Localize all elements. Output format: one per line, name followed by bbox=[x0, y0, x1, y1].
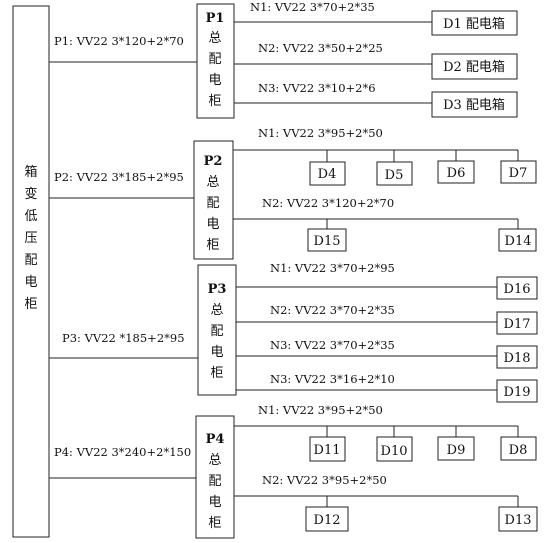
p3-cabinet-char: 柜 bbox=[210, 366, 223, 381]
load-box bbox=[309, 161, 346, 186]
load-label-d16: D16 bbox=[504, 282, 531, 297]
p3-cabinet-char: 总 bbox=[210, 303, 223, 318]
p2-cabinet-title: P2 bbox=[204, 154, 223, 169]
load-box bbox=[437, 436, 475, 461]
panel-p1: P1: VV22 3*120+2*70 P1 总 配 电 柜 N1: VV22 … bbox=[49, 0, 518, 119]
main-cabinet-char: 柜 bbox=[24, 297, 37, 312]
load-label-d17: D17 bbox=[504, 317, 531, 332]
p2-cabinet-char: 电 bbox=[206, 217, 219, 232]
p3-cabinet-box bbox=[197, 264, 237, 396]
main-cabinet-char: 箱 bbox=[24, 164, 37, 180]
p3-cabinet-char: 电 bbox=[210, 345, 223, 360]
feeder-label-p3: P3: VV22 *185+2*95 bbox=[62, 331, 185, 345]
p1-cabinet-title: P1 bbox=[206, 11, 225, 26]
p4-cabinet-box bbox=[195, 415, 235, 539]
main-cabinet-box bbox=[12, 5, 50, 538]
p3-cabinet-title: P3 bbox=[208, 282, 227, 297]
main-cabinet-char: 压 bbox=[24, 231, 37, 246]
p3-cabinet-char: 配 bbox=[210, 324, 223, 339]
load-label-d1: D1 配电箱 bbox=[443, 16, 505, 32]
load-label-d13: D13 bbox=[505, 513, 532, 528]
load-label-d7: D7 bbox=[509, 166, 528, 181]
load-box bbox=[307, 228, 347, 252]
circuit-label: N1: VV22 3*95+2*50 bbox=[258, 126, 383, 140]
load-label-d6: D6 bbox=[447, 166, 466, 181]
load-box bbox=[431, 53, 518, 80]
load-label-d18: D18 bbox=[504, 351, 531, 366]
load-box bbox=[498, 506, 538, 532]
main-cabinet-char: 低 bbox=[24, 209, 37, 224]
load-label-d12: D12 bbox=[314, 513, 341, 528]
load-box bbox=[431, 10, 518, 36]
circuit-label: N2: VV22 3*50+2*25 bbox=[258, 41, 383, 55]
main-cabinet-char: 电 bbox=[24, 275, 37, 290]
feeder-label-p1: P1: VV22 3*120+2*70 bbox=[54, 34, 184, 48]
panel-p2: P2: VV22 3*185+2*95 P2 总 配 电 柜 N1: VV22 … bbox=[49, 126, 537, 260]
circuit-label: N3: VV22 3*10+2*6 bbox=[258, 81, 376, 95]
load-label-d2: D2 配电箱 bbox=[443, 59, 505, 75]
p2-cabinet-box bbox=[193, 140, 234, 260]
p1-cabinet-char: 配 bbox=[208, 52, 221, 67]
load-label-d9: D9 bbox=[447, 443, 466, 458]
p4-cabinet-char: 电 bbox=[208, 495, 221, 510]
circuit-label: N3: VV22 3*16+2*10 bbox=[270, 372, 395, 386]
p2-cabinet-char: 配 bbox=[206, 196, 219, 211]
main-cabinet-char: 变 bbox=[24, 186, 37, 202]
p4-cabinet-title: P4 bbox=[206, 432, 225, 447]
load-label-d4: D4 bbox=[318, 167, 337, 182]
panel-p3: P3: VV22 *185+2*95 P3 总 配 电 柜 N1: VV22 3… bbox=[49, 261, 538, 403]
p4-cabinet-char: 配 bbox=[208, 474, 221, 489]
circuit-label: N2: VV22 3*120+2*70 bbox=[262, 196, 394, 210]
load-label-d11: D11 bbox=[314, 443, 341, 458]
load-label-d3: D3 配电箱 bbox=[443, 97, 505, 113]
load-label-d10: D10 bbox=[381, 444, 408, 459]
load-box bbox=[437, 160, 475, 184]
circuit-label: N1: VV22 3*70+2*35 bbox=[250, 0, 375, 14]
p1-cabinet-box bbox=[196, 3, 235, 119]
p2-cabinet-char: 总 bbox=[206, 175, 219, 190]
p4-cabinet-char: 柜 bbox=[208, 516, 221, 531]
load-box bbox=[309, 436, 346, 462]
feeder-label-p2: P2: VV22 3*185+2*95 bbox=[54, 170, 184, 184]
p1-cabinet-char: 柜 bbox=[208, 94, 221, 109]
load-label-d14: D14 bbox=[505, 234, 532, 249]
p1-cabinet-char: 电 bbox=[208, 73, 221, 88]
load-box bbox=[376, 161, 413, 186]
load-box bbox=[500, 160, 537, 184]
panel-p4: P4: VV22 3*240+2*150 P4 总 配 电 柜 N1: VV22… bbox=[49, 403, 538, 539]
p2-cabinet-char: 柜 bbox=[206, 238, 219, 253]
circuit-label: N1: VV22 3*95+2*50 bbox=[258, 403, 383, 417]
circuit-label: N1: VV22 3*70+2*95 bbox=[270, 261, 395, 275]
feeder-label-p4: P4: VV22 3*240+2*150 bbox=[54, 445, 191, 459]
load-box bbox=[496, 276, 538, 300]
load-label-d15: D15 bbox=[314, 234, 341, 249]
load-label-d8: D8 bbox=[509, 443, 528, 458]
load-box bbox=[305, 506, 349, 532]
load-label-d5: D5 bbox=[385, 168, 404, 183]
load-box bbox=[496, 379, 538, 403]
circuit-label: N3: VV22 3*70+2*35 bbox=[270, 338, 395, 352]
load-box bbox=[431, 91, 518, 118]
load-box bbox=[500, 436, 537, 461]
p4-cabinet-char: 总 bbox=[208, 453, 221, 468]
circuit-label: N2: VV22 3*95+2*50 bbox=[262, 473, 387, 487]
p1-cabinet-char: 总 bbox=[208, 31, 221, 46]
main-cabinet-char: 配 bbox=[24, 253, 37, 268]
main-cabinet: 箱 变 低 压 配 电 柜 bbox=[12, 5, 50, 538]
circuit-label: N2: VV22 3*70+2*35 bbox=[270, 303, 395, 317]
load-box bbox=[498, 228, 537, 252]
load-box bbox=[496, 345, 538, 369]
load-box bbox=[376, 436, 413, 462]
load-box bbox=[496, 311, 538, 335]
load-label-d19: D19 bbox=[504, 385, 531, 400]
